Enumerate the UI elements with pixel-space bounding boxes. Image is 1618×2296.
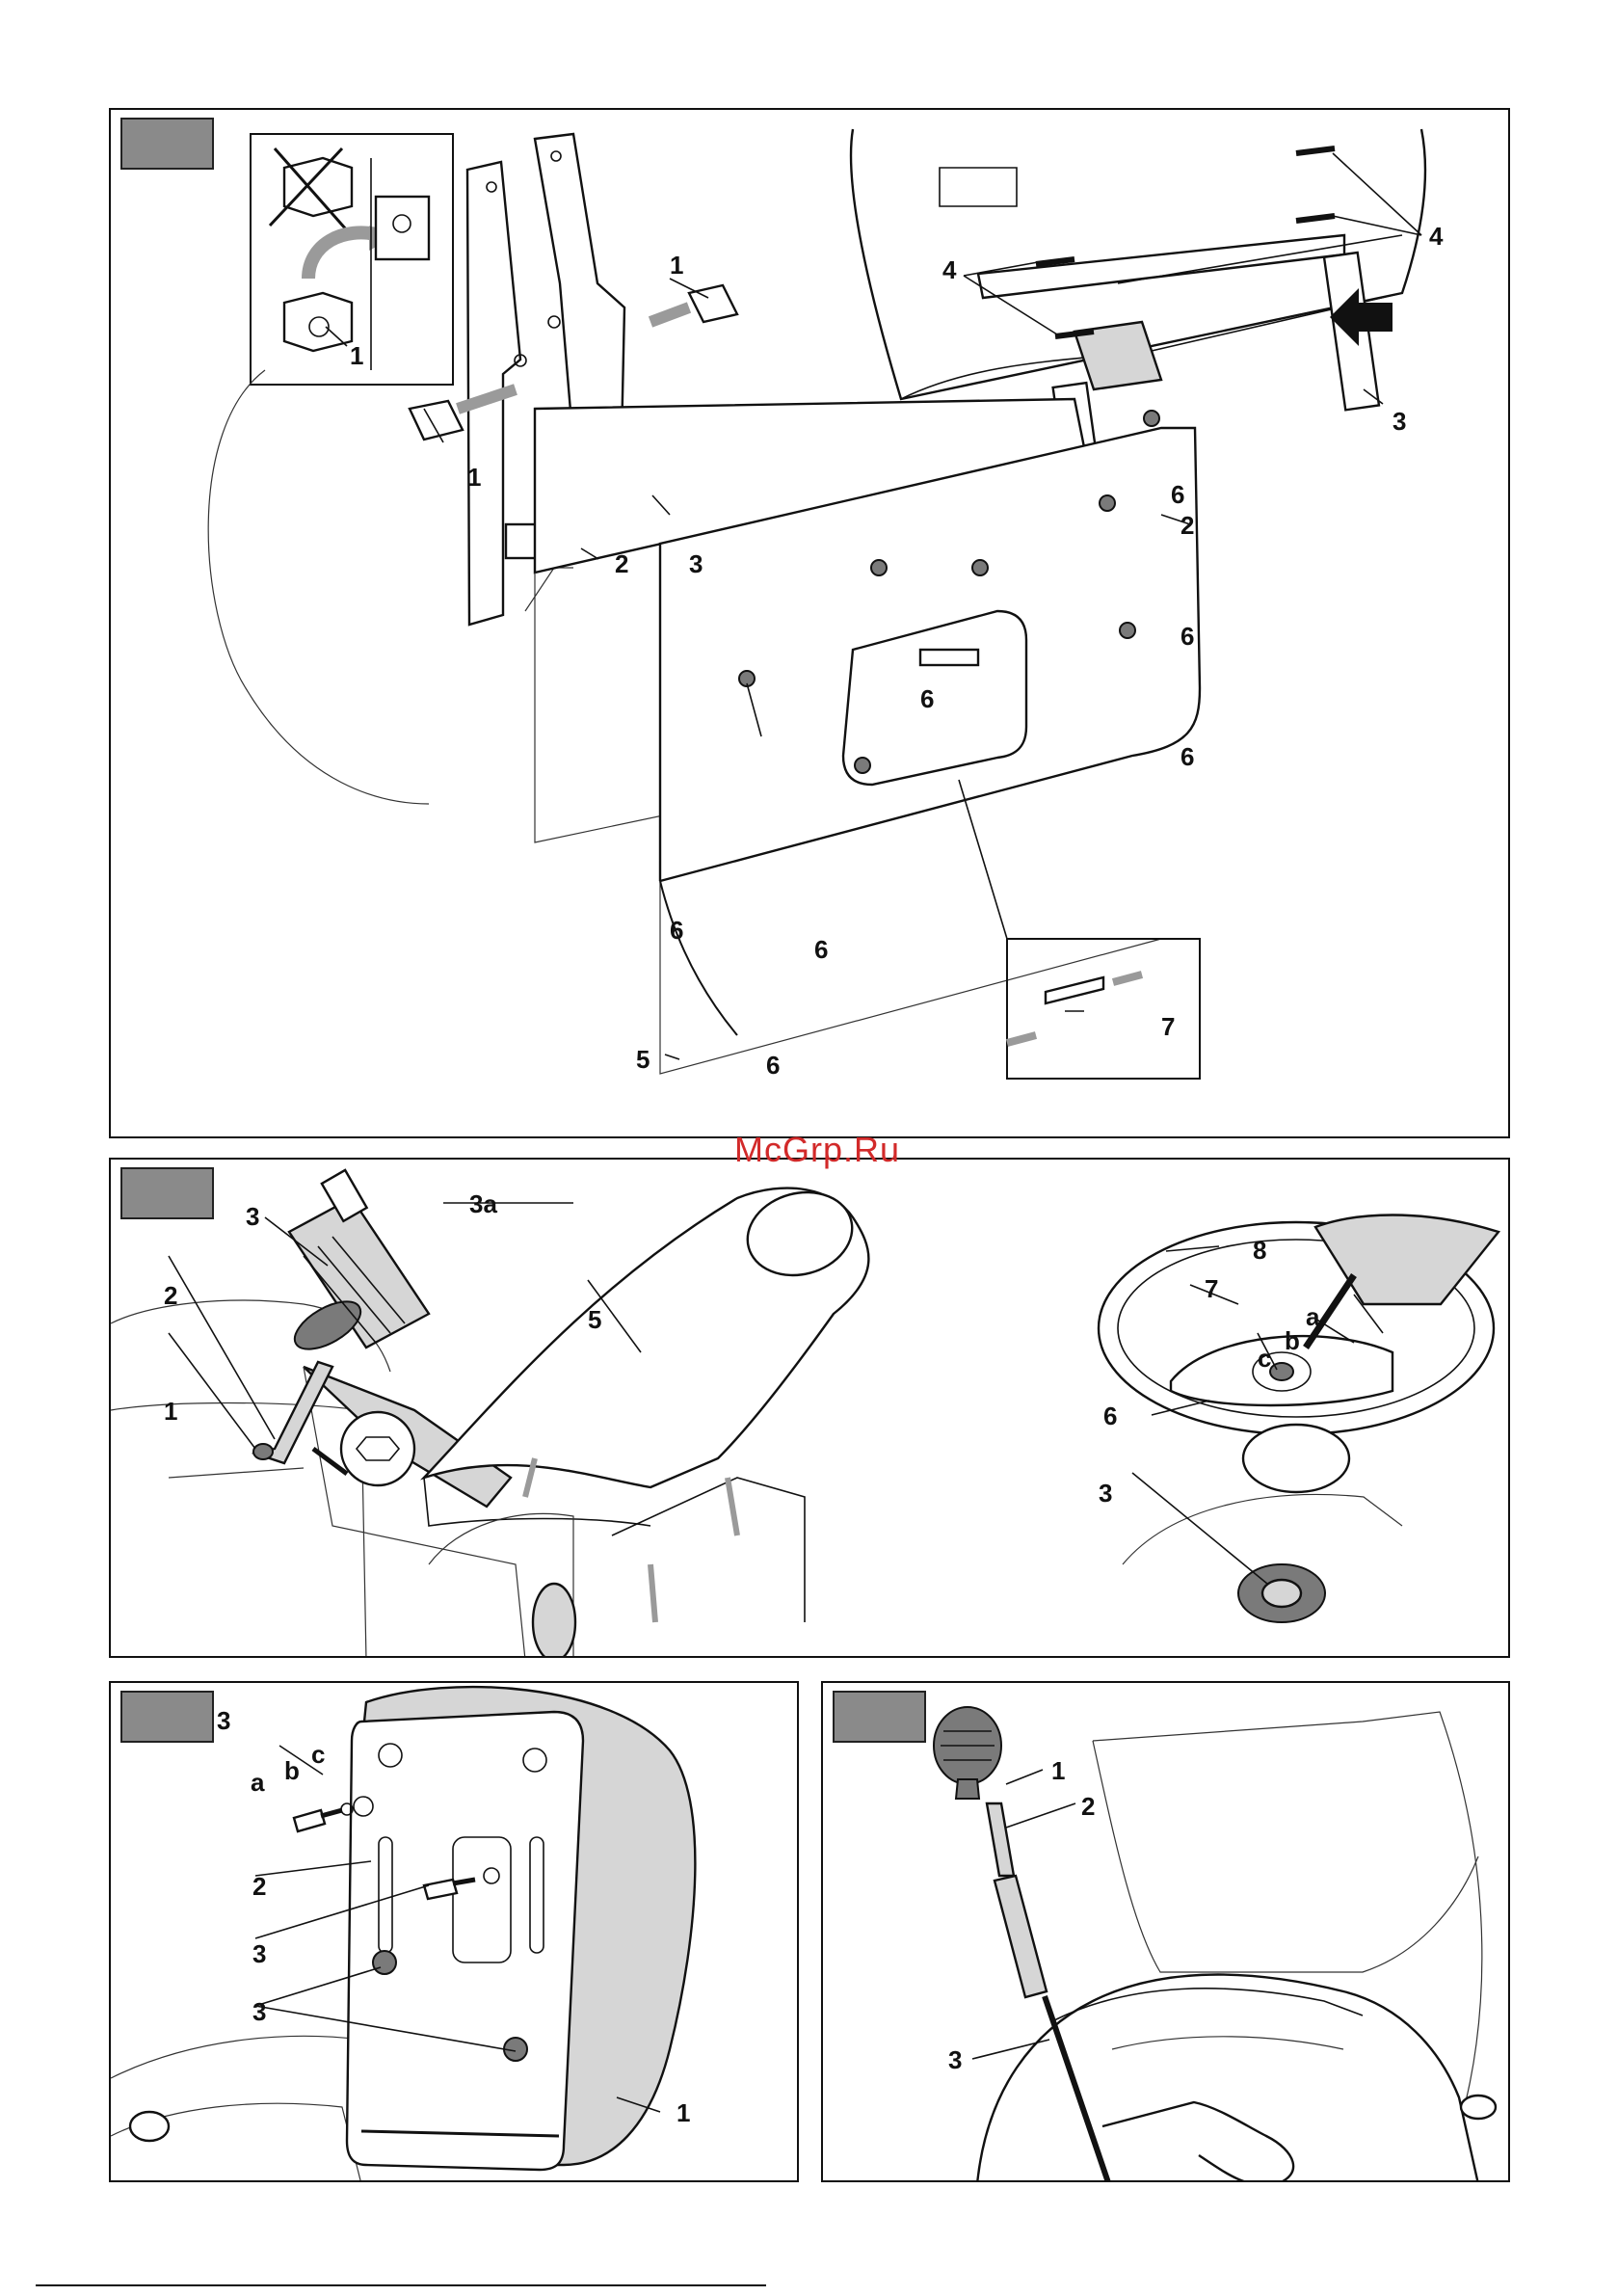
callout-a: a [251, 1768, 265, 1797]
callout-3a: 3a [469, 1189, 497, 1218]
figure-panel-a: 1 1 1 2 2 3 3 4 4 5 6 6 6 6 6 6 6 7 [109, 108, 1510, 1138]
callout-1: 1 [1051, 1756, 1065, 1785]
callout-2: 2 [615, 549, 628, 578]
callout-6: 6 [670, 916, 683, 945]
callout-7: 7 [1205, 1274, 1218, 1303]
callout-7: 7 [1161, 1012, 1175, 1041]
assembly-drawing-c: 3 a b c 2 3 3 1 [111, 1683, 799, 2182]
callout-6: 6 [1171, 480, 1184, 509]
callout-2: 2 [1180, 511, 1194, 540]
assembly-drawing-a: 1 1 1 2 2 3 3 4 4 5 6 6 6 6 6 6 6 7 [111, 110, 1510, 1138]
callout-1: 1 [670, 251, 683, 280]
callout-5: 5 [588, 1305, 601, 1334]
callout-1: 1 [350, 341, 363, 370]
callout-2: 2 [1081, 1792, 1095, 1821]
callout-3: 3 [252, 1997, 266, 2026]
callout-4: 4 [1429, 222, 1444, 251]
callout-6: 6 [766, 1051, 780, 1080]
figure-panel-d: 1 2 3 [821, 1681, 1510, 2182]
callout-c: c [1258, 1344, 1271, 1373]
callout-b: b [284, 1756, 300, 1785]
clip-nut-icon [689, 285, 737, 322]
seat-plate-2 [347, 1712, 583, 2170]
callout-6: 6 [920, 684, 934, 713]
callout-8: 8 [1253, 1236, 1266, 1265]
callout-3: 3 [1393, 407, 1406, 436]
callout-3: 3 [252, 1939, 266, 1968]
lever-extension-2 [987, 1803, 1047, 1997]
callout-3: 3 [246, 1202, 259, 1231]
figure-panel-c: 3 a b c 2 3 3 1 [109, 1681, 799, 2182]
figure-panel-b: 1 2 3 3a 5 6 7 8 a b c 3 [109, 1158, 1510, 1658]
callout-3: 3 [217, 1706, 230, 1735]
callout-1: 1 [467, 463, 481, 492]
lever-knob-1 [934, 1707, 1001, 1799]
callout-3: 3 [1099, 1479, 1112, 1508]
callout-b: b [1285, 1326, 1300, 1355]
callout-a: a [1306, 1302, 1320, 1331]
callout-c: c [311, 1740, 325, 1769]
callout-2: 2 [164, 1281, 177, 1310]
callout-3: 3 [689, 549, 703, 578]
assembly-drawing-b: 1 2 3 3a 5 6 7 8 a b c 3 [111, 1160, 1510, 1658]
watermark-text: McGrp.Ru [716, 1130, 918, 1170]
callout-5: 5 [636, 1045, 650, 1074]
callout-4: 4 [942, 255, 957, 284]
callout-1: 1 [676, 2098, 690, 2127]
callout-6: 6 [1180, 622, 1194, 651]
assembly-drawing-d: 1 2 3 [823, 1683, 1510, 2182]
clip-nut-icon [410, 401, 463, 440]
callout-6: 6 [1103, 1402, 1117, 1430]
callout-6: 6 [814, 935, 828, 964]
callout-1: 1 [164, 1397, 177, 1426]
callout-2: 2 [252, 1872, 266, 1901]
footer-divider [36, 2284, 766, 2286]
steering-sleeve-3 [287, 1170, 429, 1359]
callout-3: 3 [948, 2045, 962, 2074]
callout-6: 6 [1180, 742, 1194, 771]
inset-box-latch [1007, 939, 1200, 1079]
